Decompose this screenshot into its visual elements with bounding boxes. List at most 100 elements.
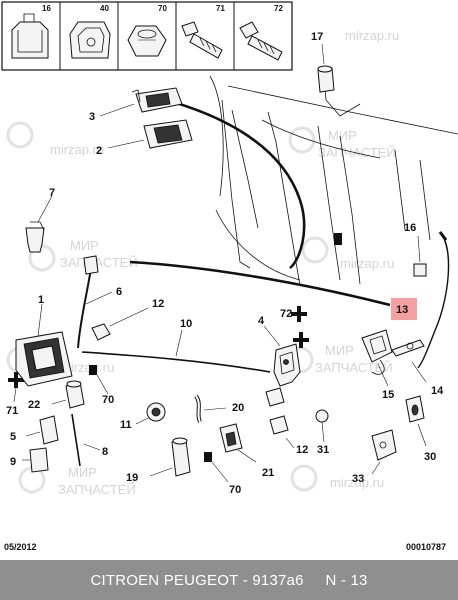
part-1-inner-handle (15, 303, 73, 387)
part-21-connector (219, 423, 257, 463)
highlight-box-13 (391, 298, 417, 320)
callout-10: 10 (180, 318, 192, 330)
part-25-grommet (315, 409, 329, 443)
callout-70: 70 (229, 484, 241, 496)
header-label-70: 70 (158, 4, 167, 13)
part-6-rod (77, 261, 93, 349)
watermark-logo-icon (290, 464, 318, 492)
watermark-logo-icon (288, 126, 316, 154)
exploded-parts-diagram: mirzap.ru МИР ЗАПЧАСТЕЙ mirzap.ru МИР ЗА… (1, 1, 458, 552)
callout-1: 1 (38, 294, 44, 306)
door-edge-curve (149, 94, 306, 270)
callout-21: 21 (262, 467, 274, 479)
watermark-group: mirzap.ru МИР ЗАПЧАСТЕЙ mirzap.ru МИР ЗА… (6, 28, 399, 497)
callout-2: 2 (96, 145, 102, 157)
part-4-bracket (263, 325, 301, 387)
part-12-clip (91, 307, 149, 341)
watermark-domain: mirzap.ru (340, 256, 394, 271)
part-5-bush (25, 415, 59, 445)
part-30-bracket (405, 395, 427, 447)
callout-13: 13 (396, 304, 408, 316)
footer-separator: - (238, 571, 253, 589)
watermark-ru-1: МИР (325, 343, 354, 358)
locator-square (334, 233, 342, 245)
part-10-rod (81, 351, 271, 373)
callout-22: 22 (28, 399, 40, 411)
callout-70: 70 (102, 394, 114, 406)
callout-33: 33 (352, 473, 364, 485)
callout-3: 3 (89, 111, 95, 123)
part-14-rod (391, 339, 427, 383)
vehicle-body-outline (129, 73, 458, 307)
screw-72-icon (239, 21, 283, 61)
screw-71-icon (181, 21, 223, 59)
part-11-grommet (135, 402, 166, 425)
date-code: 05/2012 (4, 542, 37, 552)
part-3-handle-bezel (99, 87, 183, 117)
cross-marker-icon (291, 306, 307, 322)
door-sill-curve (129, 260, 391, 307)
part-16-clip (413, 263, 427, 277)
callout-6: 6 (116, 286, 122, 298)
callout-15: 15 (382, 389, 394, 401)
header-label-40: 40 (100, 4, 109, 13)
footer-caption-bar: CITROEN PEUGEOT - 9137a6 N - 13 (0, 560, 458, 600)
part-7-clip (25, 195, 53, 253)
callout-17: 17 (311, 31, 323, 43)
locator-square (89, 365, 97, 375)
header-label-72: 72 (274, 4, 283, 13)
callout-4: 4 (258, 315, 265, 327)
part-19-actuator (149, 437, 191, 477)
locator-square (204, 452, 212, 462)
callout-labels: 17 3 2 7 16 13 6 12 1 10 4 72 70 71 22 1… (6, 31, 444, 496)
part-8-rod (71, 413, 81, 467)
callout-31: 31 (317, 444, 329, 456)
callout-71: 71 (6, 405, 18, 417)
part-13-cable (417, 231, 450, 369)
header-label-71: 71 (216, 4, 225, 13)
callout-8: 8 (102, 446, 108, 458)
footer-part-number: 9137a6 (252, 571, 304, 589)
watermark-domain: mirzap.ru (330, 475, 384, 490)
part-9-clip (22, 447, 49, 473)
nut-70-icon (127, 25, 167, 57)
watermark-logo-icon (6, 121, 34, 149)
part-15-lock (361, 329, 393, 387)
watermark-ru-1: МИР (70, 238, 99, 253)
clip-16-icon (11, 13, 49, 59)
callout-9: 9 (10, 456, 16, 468)
callout-5: 5 (10, 431, 16, 443)
callout-7: 7 (49, 187, 55, 199)
part-12-clip (265, 387, 295, 449)
watermark-domain: mirzap.ru (345, 28, 399, 43)
callout-11: 11 (120, 419, 132, 431)
watermark-ru-2: ЗАПЧАСТЕЙ (60, 255, 138, 270)
part-33-bracket (371, 429, 397, 475)
cross-marker-icon (8, 372, 24, 388)
part-2-handle-bezel (107, 119, 193, 149)
watermark-ru-2: ЗАПЧАСТЕЙ (315, 360, 393, 375)
watermark-logo-icon (301, 236, 329, 264)
callout-30: 30 (424, 451, 436, 463)
watermark-ru-1: МИР (68, 465, 97, 480)
header-label-16: 16 (42, 4, 51, 13)
watermark-domain: mirzap.ru (60, 360, 114, 375)
footer-ref-label: N - 13 (325, 571, 368, 589)
callout-72: 72 (280, 308, 292, 320)
watermark-domain: mirzap.ru (50, 142, 104, 157)
part-17-bush (317, 43, 335, 93)
cross-marker-icon (293, 332, 309, 348)
clip-40-icon (69, 21, 111, 59)
callout-12: 12 (152, 298, 164, 310)
callout-19: 19 (126, 472, 138, 484)
callout-14: 14 (431, 385, 444, 397)
reference-code: 00010787 (406, 542, 446, 552)
watermark-ru-2: ЗАПЧАСТЕЙ (318, 145, 396, 160)
watermark-ru-2: ЗАПЧАСТЕЙ (58, 482, 136, 497)
header-parts-strip: 16 40 70 71 72 (1, 1, 293, 71)
watermark-ru-1: МИР (328, 128, 357, 143)
callout-16: 16 (404, 222, 416, 234)
part-22-button (51, 380, 85, 409)
footer-brand: CITROEN PEUGEOT (90, 571, 239, 589)
